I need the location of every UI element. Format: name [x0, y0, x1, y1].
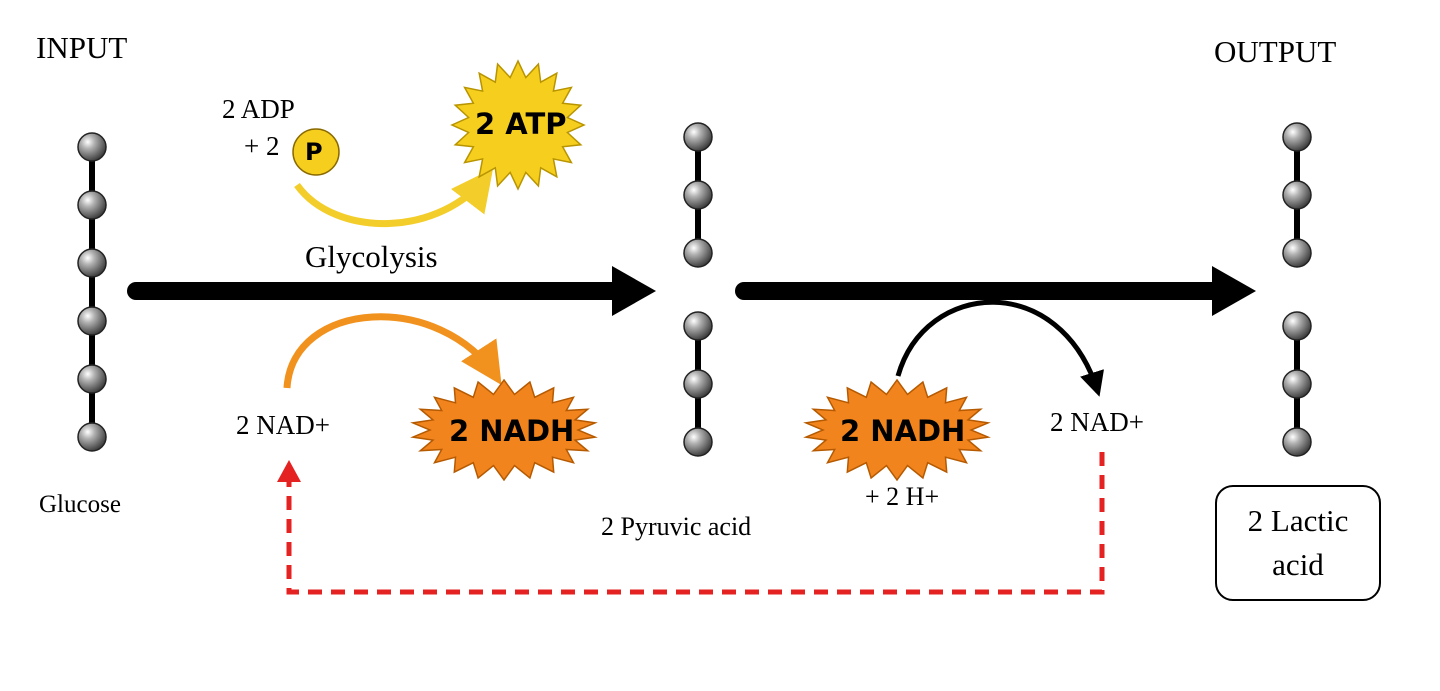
- atp-burst-label: 2 ATP: [475, 107, 567, 141]
- lactic-acid-line1: 2 Lactic: [1247, 503, 1349, 538]
- lactic-acid-box: 2 Lactic acid: [1215, 485, 1381, 601]
- adp-label: 2 ADP: [222, 94, 295, 124]
- nadh-oxidation-arrow: [895, 299, 1104, 397]
- lactic-acid-chain-bottom: [1282, 311, 1312, 457]
- glucose-label: Glucose: [39, 491, 121, 518]
- nadh-burst-shape-fermentation: [803, 378, 991, 482]
- fermentation-main-arrow: [735, 266, 1256, 316]
- lactic-acid-chain-top: [1282, 122, 1312, 268]
- glucose-molecule-chain: [77, 132, 107, 452]
- pyruvic-acid-chain-bottom: [683, 311, 713, 457]
- glycolysis-label: Glycolysis: [305, 239, 438, 274]
- nad-input-label: 2 NAD+: [236, 410, 330, 440]
- nadh-fermentation-label: 2 NADH: [840, 414, 966, 448]
- nad-reduction-arrow: [283, 313, 502, 389]
- glycolysis-main-arrow: [127, 266, 656, 316]
- h-plus-label: + 2 H+: [865, 482, 940, 511]
- nadh-burst-shape-glycolysis: [410, 378, 598, 482]
- pyruvic-acid-chain-top: [683, 122, 713, 268]
- atp-burst-shape: [450, 59, 586, 191]
- lactic-acid-line2: acid: [1272, 547, 1324, 582]
- plus-two-label: + 2: [244, 131, 280, 161]
- nad-output-label: 2 NAD+: [1050, 407, 1144, 437]
- phosphate-symbol: P: [305, 138, 323, 166]
- nadh-glycolysis-label: 2 NADH: [449, 414, 575, 448]
- atp-formation-arrow: [294, 168, 494, 227]
- input-label: INPUT: [36, 30, 128, 65]
- output-label: OUTPUT: [1214, 34, 1337, 69]
- nad-recycle-arrow: [277, 452, 1105, 595]
- pyruvic-acid-label: 2 Pyruvic acid: [601, 512, 752, 541]
- phosphate-circle: [292, 128, 340, 176]
